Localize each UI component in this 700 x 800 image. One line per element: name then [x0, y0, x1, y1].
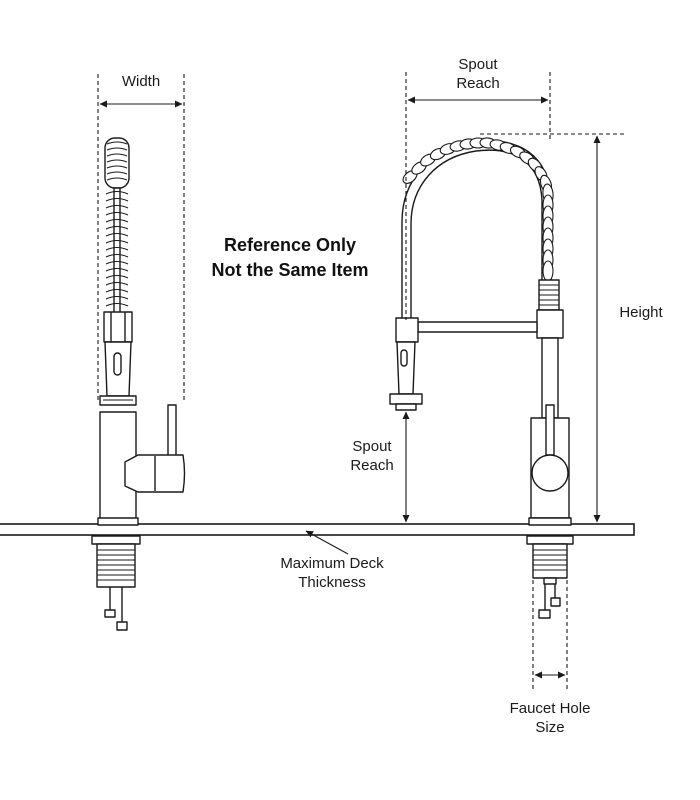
spout-reach-top-line2: Reach: [456, 75, 500, 92]
deck-thickness-line2: Thickness: [298, 574, 366, 591]
reference-notice-line1: Reference Only: [223, 235, 357, 255]
faucet-hole-size-label: Faucet Hole Size: [490, 699, 610, 737]
faucet-hole-size-line1: Faucet Hole: [509, 700, 591, 717]
width-label: Width: [121, 73, 161, 90]
spout-reach-side-line1: Spout: [352, 438, 392, 455]
faucet-hole-size-line2: Size: [535, 719, 565, 736]
spout-reach-side-label: Spout Reach: [334, 437, 410, 475]
reference-notice-line2: Not the Same Item: [211, 260, 369, 280]
height-label: Height: [619, 304, 663, 321]
spring-coils: [402, 137, 554, 282]
dimension-lines: [97, 72, 626, 690]
countertop: [0, 523, 635, 536]
spout-reach-side-line2: Reach: [350, 457, 394, 474]
right-faucet-front-view: [389, 137, 574, 619]
spout-reach-top-line1: Spout: [458, 56, 498, 73]
reference-notice: Reference Only Not the Same Item: [190, 233, 390, 283]
deck-thickness-line1: Maximum Deck: [280, 555, 384, 572]
spout-reach-top-label: Spout Reach: [438, 55, 518, 93]
deck-thickness-label: Maximum Deck Thickness: [262, 554, 402, 592]
left-faucet-side-view: [91, 137, 186, 631]
